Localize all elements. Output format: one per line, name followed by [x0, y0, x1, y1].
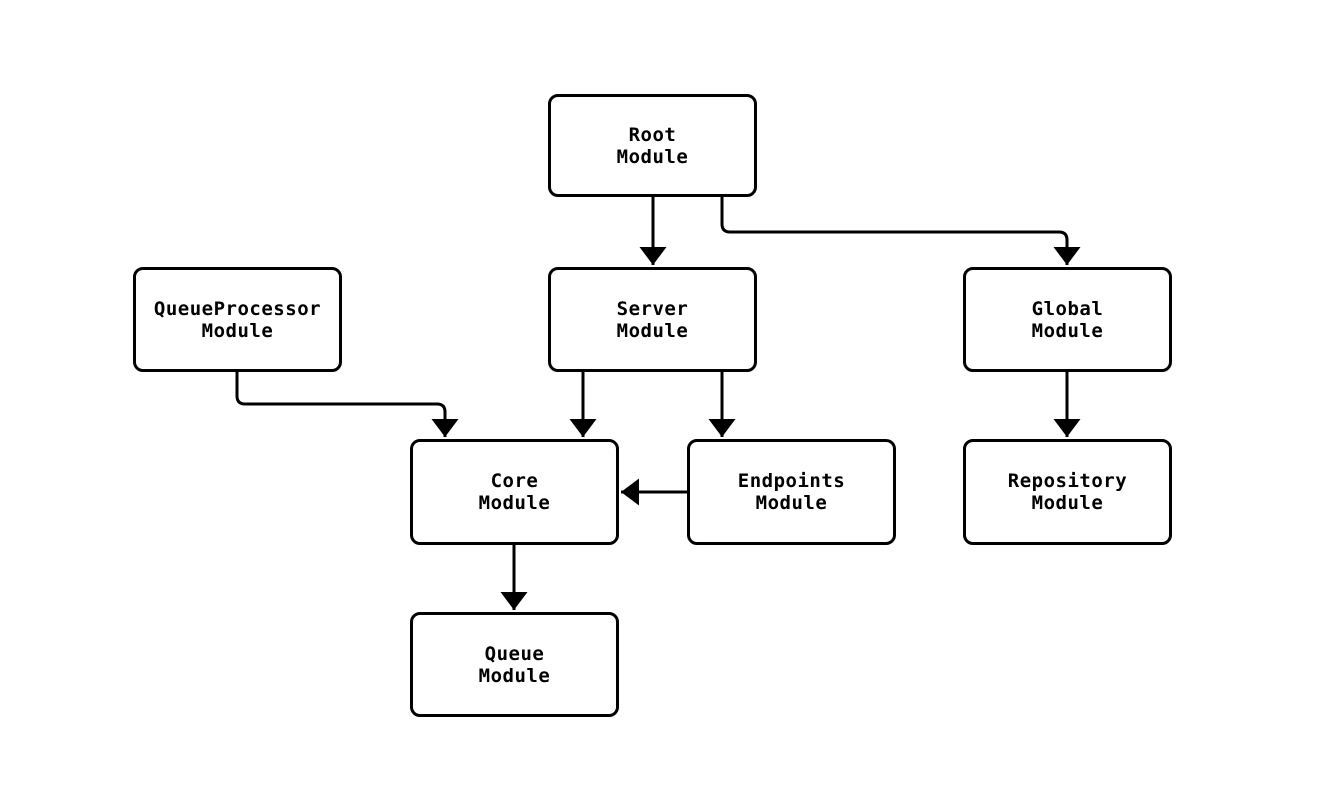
node-label-line1: Root	[628, 123, 677, 146]
node-global-module-label: Global Module	[1032, 298, 1104, 342]
node-label-line2: Module	[616, 145, 689, 168]
node-label-line2: Module	[478, 492, 551, 514]
node-label-line1: Queue	[484, 642, 545, 665]
edge-root-to-global	[720, 197, 1081, 265]
node-root-module: Root Module	[548, 94, 757, 197]
node-label-line2: Module	[201, 319, 274, 342]
node-endpoints-module: Endpoints Module	[687, 439, 896, 545]
node-label-line1: Global	[1031, 297, 1104, 320]
node-core-module: Core Module	[410, 439, 619, 545]
node-label-line2: Module	[1031, 319, 1104, 342]
node-queue-module: Queue Module	[410, 612, 619, 717]
node-label-line2: Module	[616, 319, 689, 342]
node-queue-module-label: Queue Module	[479, 643, 551, 687]
node-label-line2: Module	[1031, 492, 1104, 514]
node-server-module-label: Server Module	[617, 298, 689, 342]
node-label-line1: QueueProcessor	[153, 297, 322, 320]
node-label-line2: Module	[755, 492, 828, 514]
edge-queueprocessor-to-core	[235, 372, 459, 437]
node-repository-module: Repository Module	[963, 439, 1172, 545]
node-queueprocessor-module-label: QueueProcessor Module	[154, 298, 321, 342]
node-core-module-label: Core Module	[479, 470, 551, 514]
node-server-module: Server Module	[548, 267, 757, 372]
node-label-line1: Core	[490, 470, 539, 492]
node-label-line1: Server	[616, 297, 689, 320]
node-label-line1: Repository	[1007, 470, 1128, 492]
node-repository-module-label: Repository Module	[1008, 470, 1127, 514]
node-queueprocessor-module: QueueProcessor Module	[133, 267, 342, 372]
node-endpoints-module-label: Endpoints Module	[738, 470, 845, 514]
node-label-line1: Endpoints	[737, 470, 846, 492]
node-label-line2: Module	[478, 664, 551, 687]
node-global-module: Global Module	[963, 267, 1172, 372]
node-root-module-label: Root Module	[617, 124, 689, 168]
